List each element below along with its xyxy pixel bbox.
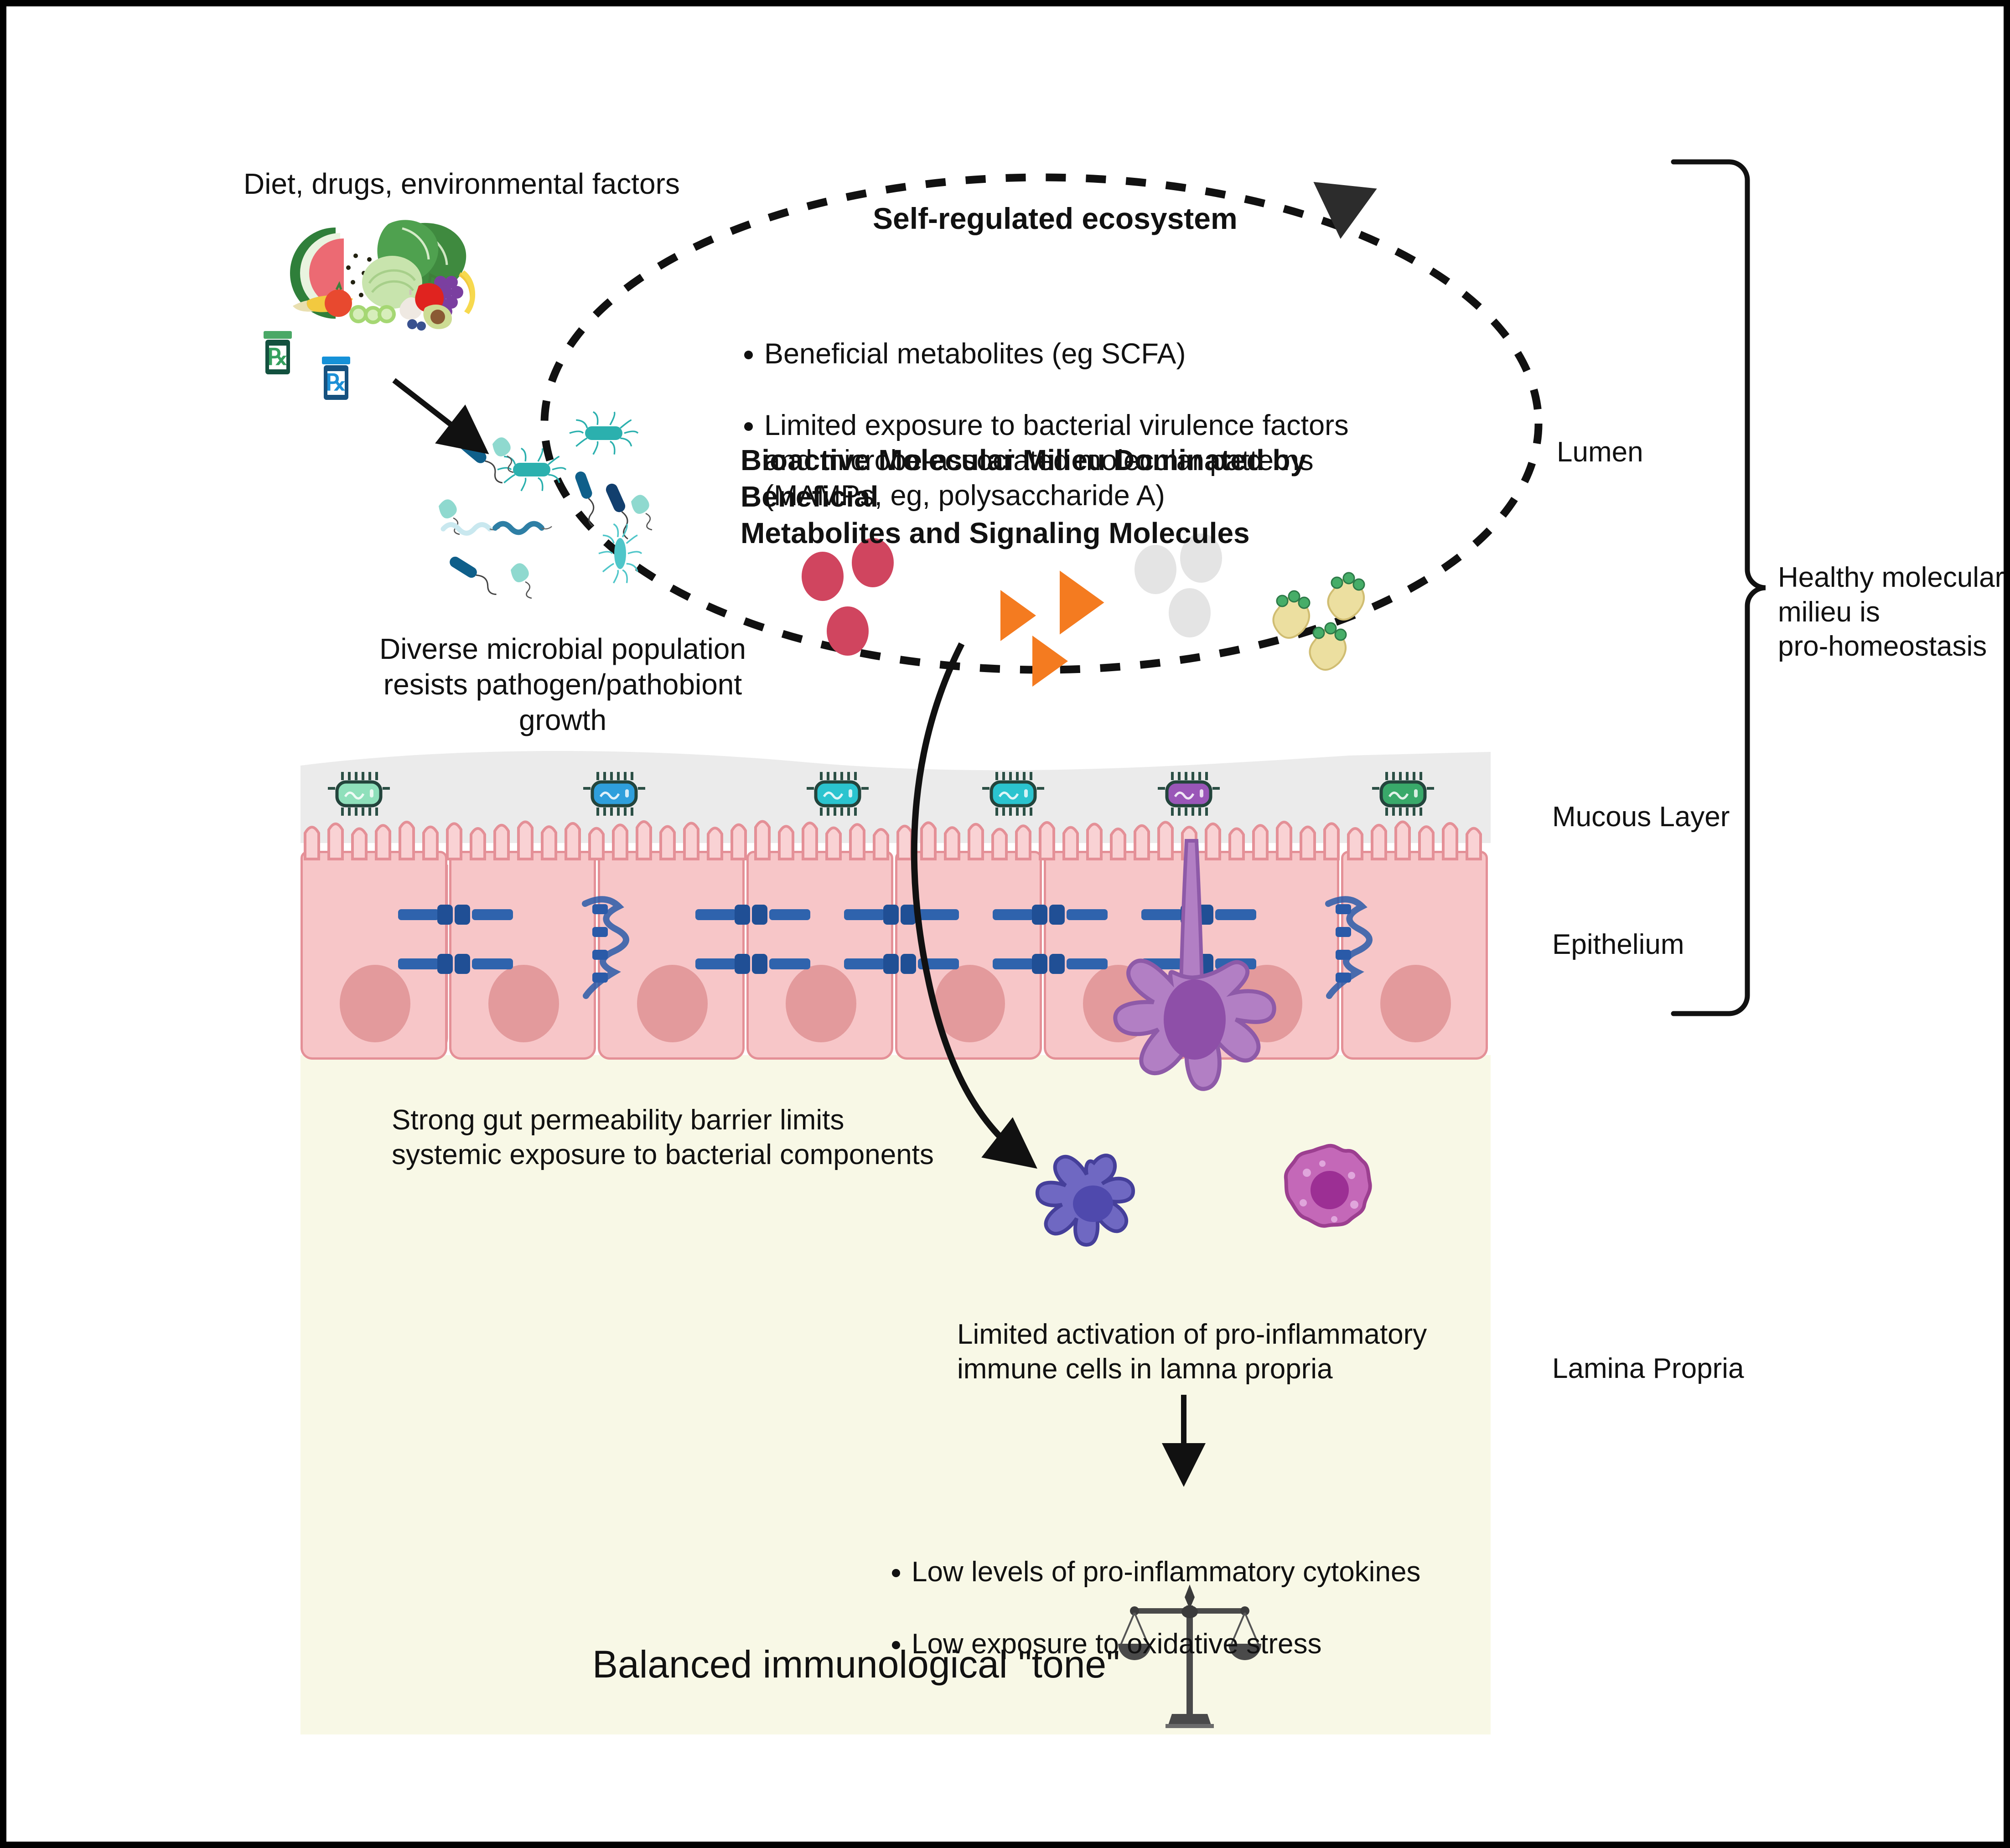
rx-bottle-blue-icon: ℞ — [320, 357, 352, 402]
diet-arrow-icon — [389, 376, 503, 467]
svg-text:℞: ℞ — [326, 370, 347, 395]
list-item: Low exposure to oxidative stress — [912, 1627, 1420, 1662]
dendritic-cell-icon — [1030, 1146, 1158, 1274]
microbial-population-caption: Diverse microbial population resists pat… — [379, 632, 746, 737]
list-item: Low levels of pro-inflammatory cytokines — [912, 1555, 1420, 1589]
dendritic-cell-icon — [1087, 839, 1306, 1206]
tight-junction-group — [300, 891, 1491, 1009]
epithelial-cell-row — [300, 851, 1491, 1060]
epithelium-label: Epithelium — [1552, 929, 1684, 960]
epithelial-nucleus — [1380, 965, 1451, 1042]
outcome-bullet-list: Low levels of pro-inflammatory cytokines… — [884, 1486, 1420, 1733]
lumen-label: Lumen — [1557, 436, 1643, 468]
list-item: Limited exposure to bacterial virulence … — [764, 408, 1374, 513]
curved-arrow-icon — [886, 640, 1114, 1228]
limited-activation-caption: Limited activation of pro-inflammatory i… — [957, 1319, 1427, 1385]
balance-scale-icon — [1114, 1582, 1265, 1732]
macrophage-icon — [1279, 1142, 1374, 1237]
epithelial-nucleus — [340, 965, 410, 1042]
bioactive-milieu-heading: Bioactive Molecular Milieu Dominated by … — [741, 444, 1307, 549]
rx-bottle-green-icon: ℞ — [262, 331, 294, 377]
svg-text:℞: ℞ — [268, 344, 288, 370]
ecosystem-bullet-list: Beneficial metabolites (eg SCFA) Limited… — [736, 266, 1374, 585]
self-regulated-ecosystem-ellipse — [535, 171, 1548, 677]
microvilli-brush-border — [300, 820, 1491, 860]
lamina-propria-label: Lamina Propria — [1552, 1353, 1744, 1384]
balanced-tone-label: Balanced immunological "tone" — [592, 1643, 1120, 1686]
diet-drugs-label: Diet, drugs, environmental factors — [243, 167, 680, 200]
epithelial-nucleus — [637, 965, 708, 1042]
mucous-bacteria-group — [300, 761, 1491, 829]
epithelial-nucleus — [488, 965, 559, 1042]
down-arrow-icon — [1162, 1395, 1206, 1487]
metabolite-group — [802, 533, 1374, 736]
ecosystem-title: Self-regulated ecosystem — [873, 202, 1238, 235]
mucous-layer-label: Mucous Layer — [1552, 801, 1730, 833]
epithelial-nucleus — [934, 965, 1005, 1042]
barrier-caption: Strong gut permeability barrier limits s… — [392, 1104, 934, 1170]
healthy-milieu-bracket — [1671, 159, 1776, 1048]
food-icon — [280, 214, 476, 331]
epithelial-nucleus — [786, 965, 856, 1042]
list-item: Beneficial metabolites (eg SCFA) — [764, 336, 1374, 372]
healthy-milieu-label: Healthy molecular milieu is pro-homeosta… — [1778, 562, 2005, 663]
diverse-microbiome-cluster — [435, 411, 763, 617]
